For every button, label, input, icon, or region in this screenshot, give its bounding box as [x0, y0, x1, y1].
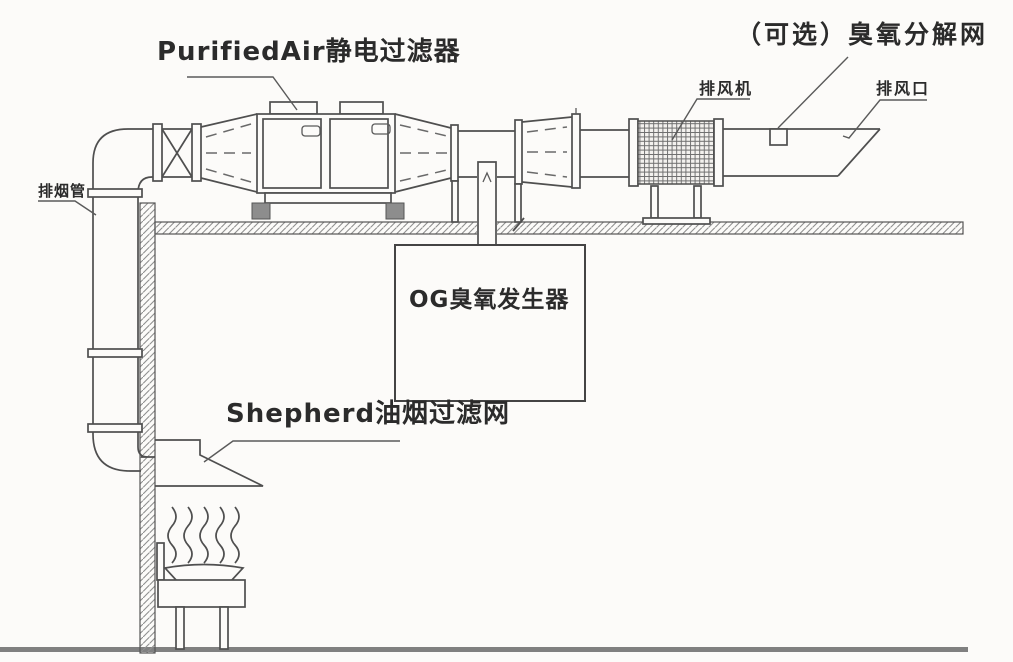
filter-stand-foot-left: [251, 202, 271, 220]
flex-cross: [161, 128, 193, 178]
inlet-cone-flowlines: [205, 123, 252, 183]
label-electrostatic-filter: PurifiedAir静电过滤器: [157, 36, 461, 67]
duct-support-post-2: [514, 183, 522, 223]
stove-backsplash: [156, 542, 165, 581]
fan-stand-leg-left: [650, 185, 659, 219]
pipe-mask: [477, 161, 497, 246]
range-hood: [155, 439, 264, 487]
filter-cell-left: [262, 118, 322, 189]
steam-line-3: [199, 506, 209, 564]
leader-smoke-duct: [38, 200, 97, 216]
outlet-cone-flowlines: [399, 124, 448, 182]
duct-flange-1: [87, 188, 143, 198]
filter-handle-right: [371, 123, 391, 135]
label-smoke-duct: 排烟管: [38, 182, 86, 200]
flow-arrow-icon: [482, 171, 492, 183]
exhaust-fan: [628, 118, 724, 225]
cone2-flowlines: [526, 126, 568, 178]
leader-grease-filter: [203, 440, 400, 463]
label-grease-filter: Shepherd油烟过滤网: [226, 399, 510, 429]
fan-flange-left: [628, 118, 639, 187]
fan-mesh-body: [637, 120, 715, 185]
ceiling-slab: [154, 221, 964, 235]
filter-top-cap-right: [339, 101, 384, 115]
outlet-cone-flange: [450, 124, 459, 182]
electrostatic-filter-unit: [251, 101, 405, 220]
cone2-flange-left: [514, 119, 523, 185]
filter-stand-frame: [264, 192, 392, 204]
duct-inner-line: [137, 176, 155, 458]
duct-flange-2: [87, 348, 143, 358]
label-exhaust-outlet: 排风口: [876, 79, 930, 98]
fan-flange-right: [713, 118, 724, 187]
outlet-bevel: [837, 128, 881, 177]
hood-outline: [155, 439, 264, 487]
stove-leg-right: [219, 606, 229, 650]
flex-edges: [162, 128, 192, 178]
ozone-injection-pipe: [477, 161, 497, 245]
steam-line-4: [215, 506, 225, 564]
flex-flange-right: [191, 123, 202, 182]
ozone-net-box: [769, 128, 788, 146]
leader-exhaust-outlet: [842, 99, 927, 139]
building-structure: [0, 202, 968, 654]
flex-flange-left: [152, 123, 163, 182]
stove-leg-left: [175, 606, 185, 650]
outlet-cone-walls: [394, 113, 452, 193]
outlet-cone: [394, 113, 459, 223]
duct-segment-2: [580, 129, 629, 178]
duct-flange-3: [87, 423, 143, 433]
smoke-duct: [87, 128, 155, 472]
filter-handle-left: [301, 125, 321, 137]
leader-exhaust-fan: [671, 98, 750, 141]
filter-stand-foot-right: [385, 202, 405, 220]
label-ozone-net: （可选）臭氧分解网: [736, 20, 988, 49]
ozone-generator-label: OG臭氧发生器: [409, 286, 569, 313]
cone2-walls: [521, 116, 573, 188]
text-labels: PurifiedAir静电过滤器 （可选）臭氧分解网 排风机 排风口 排烟管 S…: [38, 20, 988, 429]
duct-support-post-1: [451, 180, 459, 223]
leader-ozone-net: [777, 56, 849, 129]
inlet-cone-walls: [200, 113, 258, 193]
transition-cone-2: [514, 108, 581, 223]
label-exhaust-fan: 排风机: [699, 79, 753, 98]
filter-top-cap-left: [269, 101, 318, 115]
discharge-duct: [723, 128, 881, 177]
flex-connector: [152, 123, 202, 182]
steam-line-2: [183, 506, 193, 564]
floor-line: [0, 647, 968, 652]
fan-stand-leg-right: [693, 185, 702, 219]
cone2-flange-right: [571, 113, 581, 189]
filter-cell-right: [329, 118, 389, 189]
wok-pan: [163, 563, 245, 582]
leader-lines: [38, 56, 927, 463]
steam-line-1: [167, 506, 177, 564]
ceiling-break-tick: [512, 217, 525, 232]
duct-outer-line: [92, 128, 155, 472]
inlet-cone: [200, 113, 258, 193]
ozone-generator-box: [394, 244, 586, 402]
steam-line-5: [230, 506, 240, 564]
stove-table: [157, 579, 246, 608]
ozone-generator-assembly: OG臭氧发生器: [394, 161, 586, 402]
cooking-stove: [156, 506, 246, 650]
fan-stand-base: [642, 217, 711, 225]
leader-electrostatic-filter: [187, 76, 298, 111]
